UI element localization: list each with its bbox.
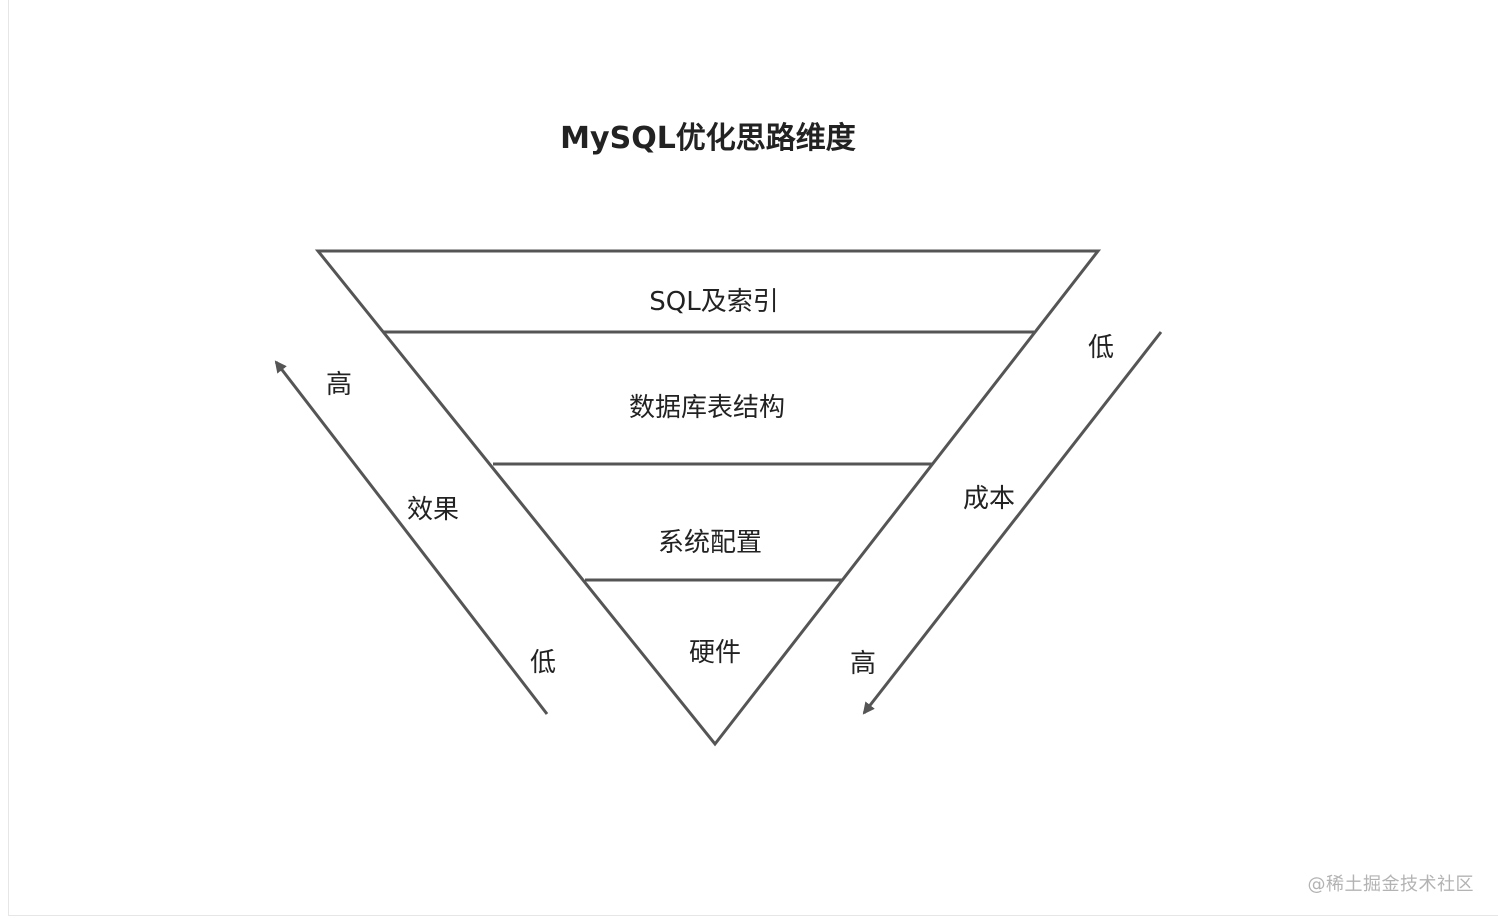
tier-label-sql-index: SQL及索引	[649, 287, 778, 317]
diagram-canvas	[8, 0, 1498, 916]
tier-label-hardware: 硬件	[689, 638, 741, 668]
inverted-triangle	[314, 249, 1102, 747]
left-axis-top-label: 高	[326, 370, 352, 400]
tier-label-table-structure: 数据库表结构	[629, 393, 785, 423]
right-cost-arrow	[862, 331, 1163, 715]
diagram-title: MySQL优化思路维度	[560, 121, 856, 156]
left-axis-bottom-label: 低	[530, 648, 556, 678]
left-effect-arrow	[274, 360, 549, 715]
left-axis-name: 效果	[407, 495, 459, 525]
right-axis-name: 成本	[963, 484, 1015, 514]
tier-label-system-config: 系统配置	[658, 528, 762, 558]
right-axis-bottom-label: 高	[850, 649, 876, 679]
right-axis-top-label: 低	[1088, 333, 1114, 363]
watermark-text: @稀土掘金技术社区	[1307, 874, 1474, 895]
